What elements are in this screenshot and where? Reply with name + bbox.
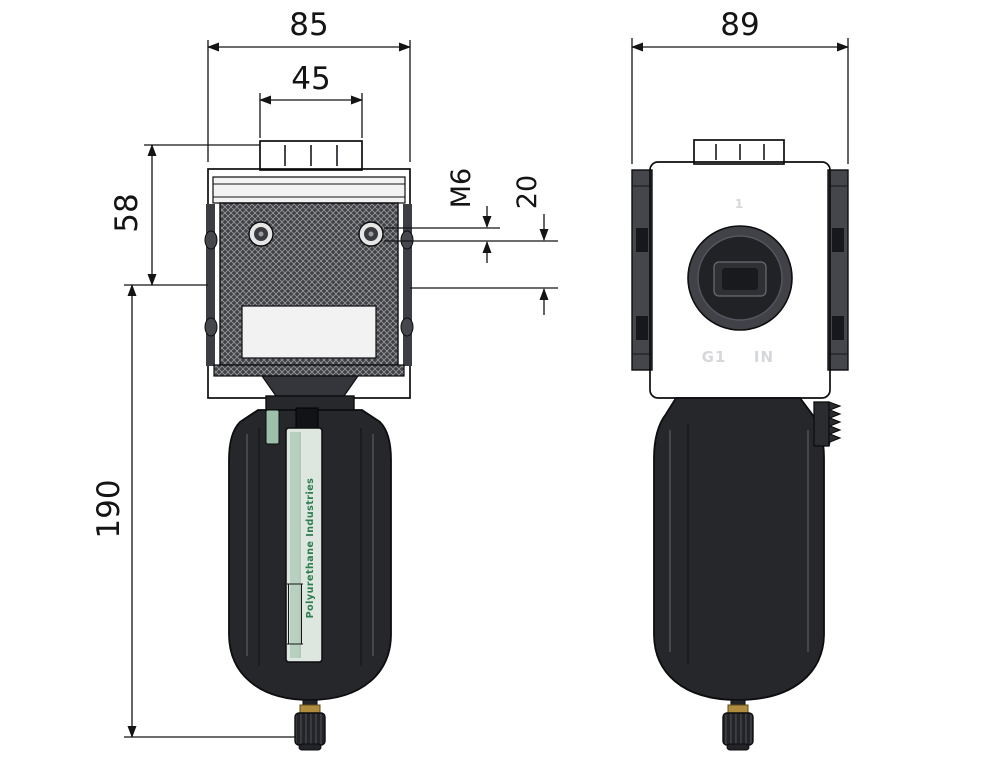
port-direction-label: IN [754,348,774,366]
drain-knob [294,712,326,746]
bowl-brand-text: Polyurethane Industries [305,478,316,619]
port-size-label: G1 [702,348,727,366]
bolt-hole-right [358,221,384,247]
front-view: Polyurethane Industries [204,140,414,751]
side-view: 1 G1 IN [631,139,849,751]
release-clip [265,409,280,445]
index-mark-1: 1 [735,197,743,211]
side-port-bump [204,317,218,337]
face-window [241,305,377,359]
filter-bowl-front: Polyurethane Industries [228,407,392,701]
side-port-bump [400,317,414,337]
top-boss [259,140,363,171]
bolt-hole-left [248,221,274,247]
side-port-bump [400,230,414,250]
dim-45-label: 45 [291,61,330,97]
head-bottom-taper [260,375,360,397]
dimensions-front: 85 45 58 190 M6 20 [91,7,558,738]
drain-side [722,699,754,751]
dim-m6-label: M6 [446,168,477,208]
top-boss-side [693,139,785,165]
side-port-bump [204,230,218,250]
mounting-tab-left [631,169,653,371]
dim-190-label: 190 [91,479,127,538]
filter-bowl-side [653,397,825,701]
drain-front [294,699,326,751]
port-boss [687,225,793,331]
dim-58-label: 58 [109,193,145,232]
sight-glass: Polyurethane Industries [285,427,323,663]
mounting-tab-edge-right [403,204,412,366]
latch-teeth [828,401,842,447]
mounting-tab-edge-left [206,204,215,366]
dim-89-label: 89 [720,7,759,43]
filter-head-side: 1 G1 IN [649,161,831,399]
bowl-latch [813,401,842,447]
filter-head-front [204,168,414,399]
dimensions-side: 89 [631,7,849,164]
mounting-tab-right [827,169,849,371]
hatched-strip [213,364,405,377]
drain-knob [722,712,754,746]
dim-20-label: 20 [512,175,543,209]
dim-85-label: 85 [289,7,328,43]
label-band [212,176,406,204]
